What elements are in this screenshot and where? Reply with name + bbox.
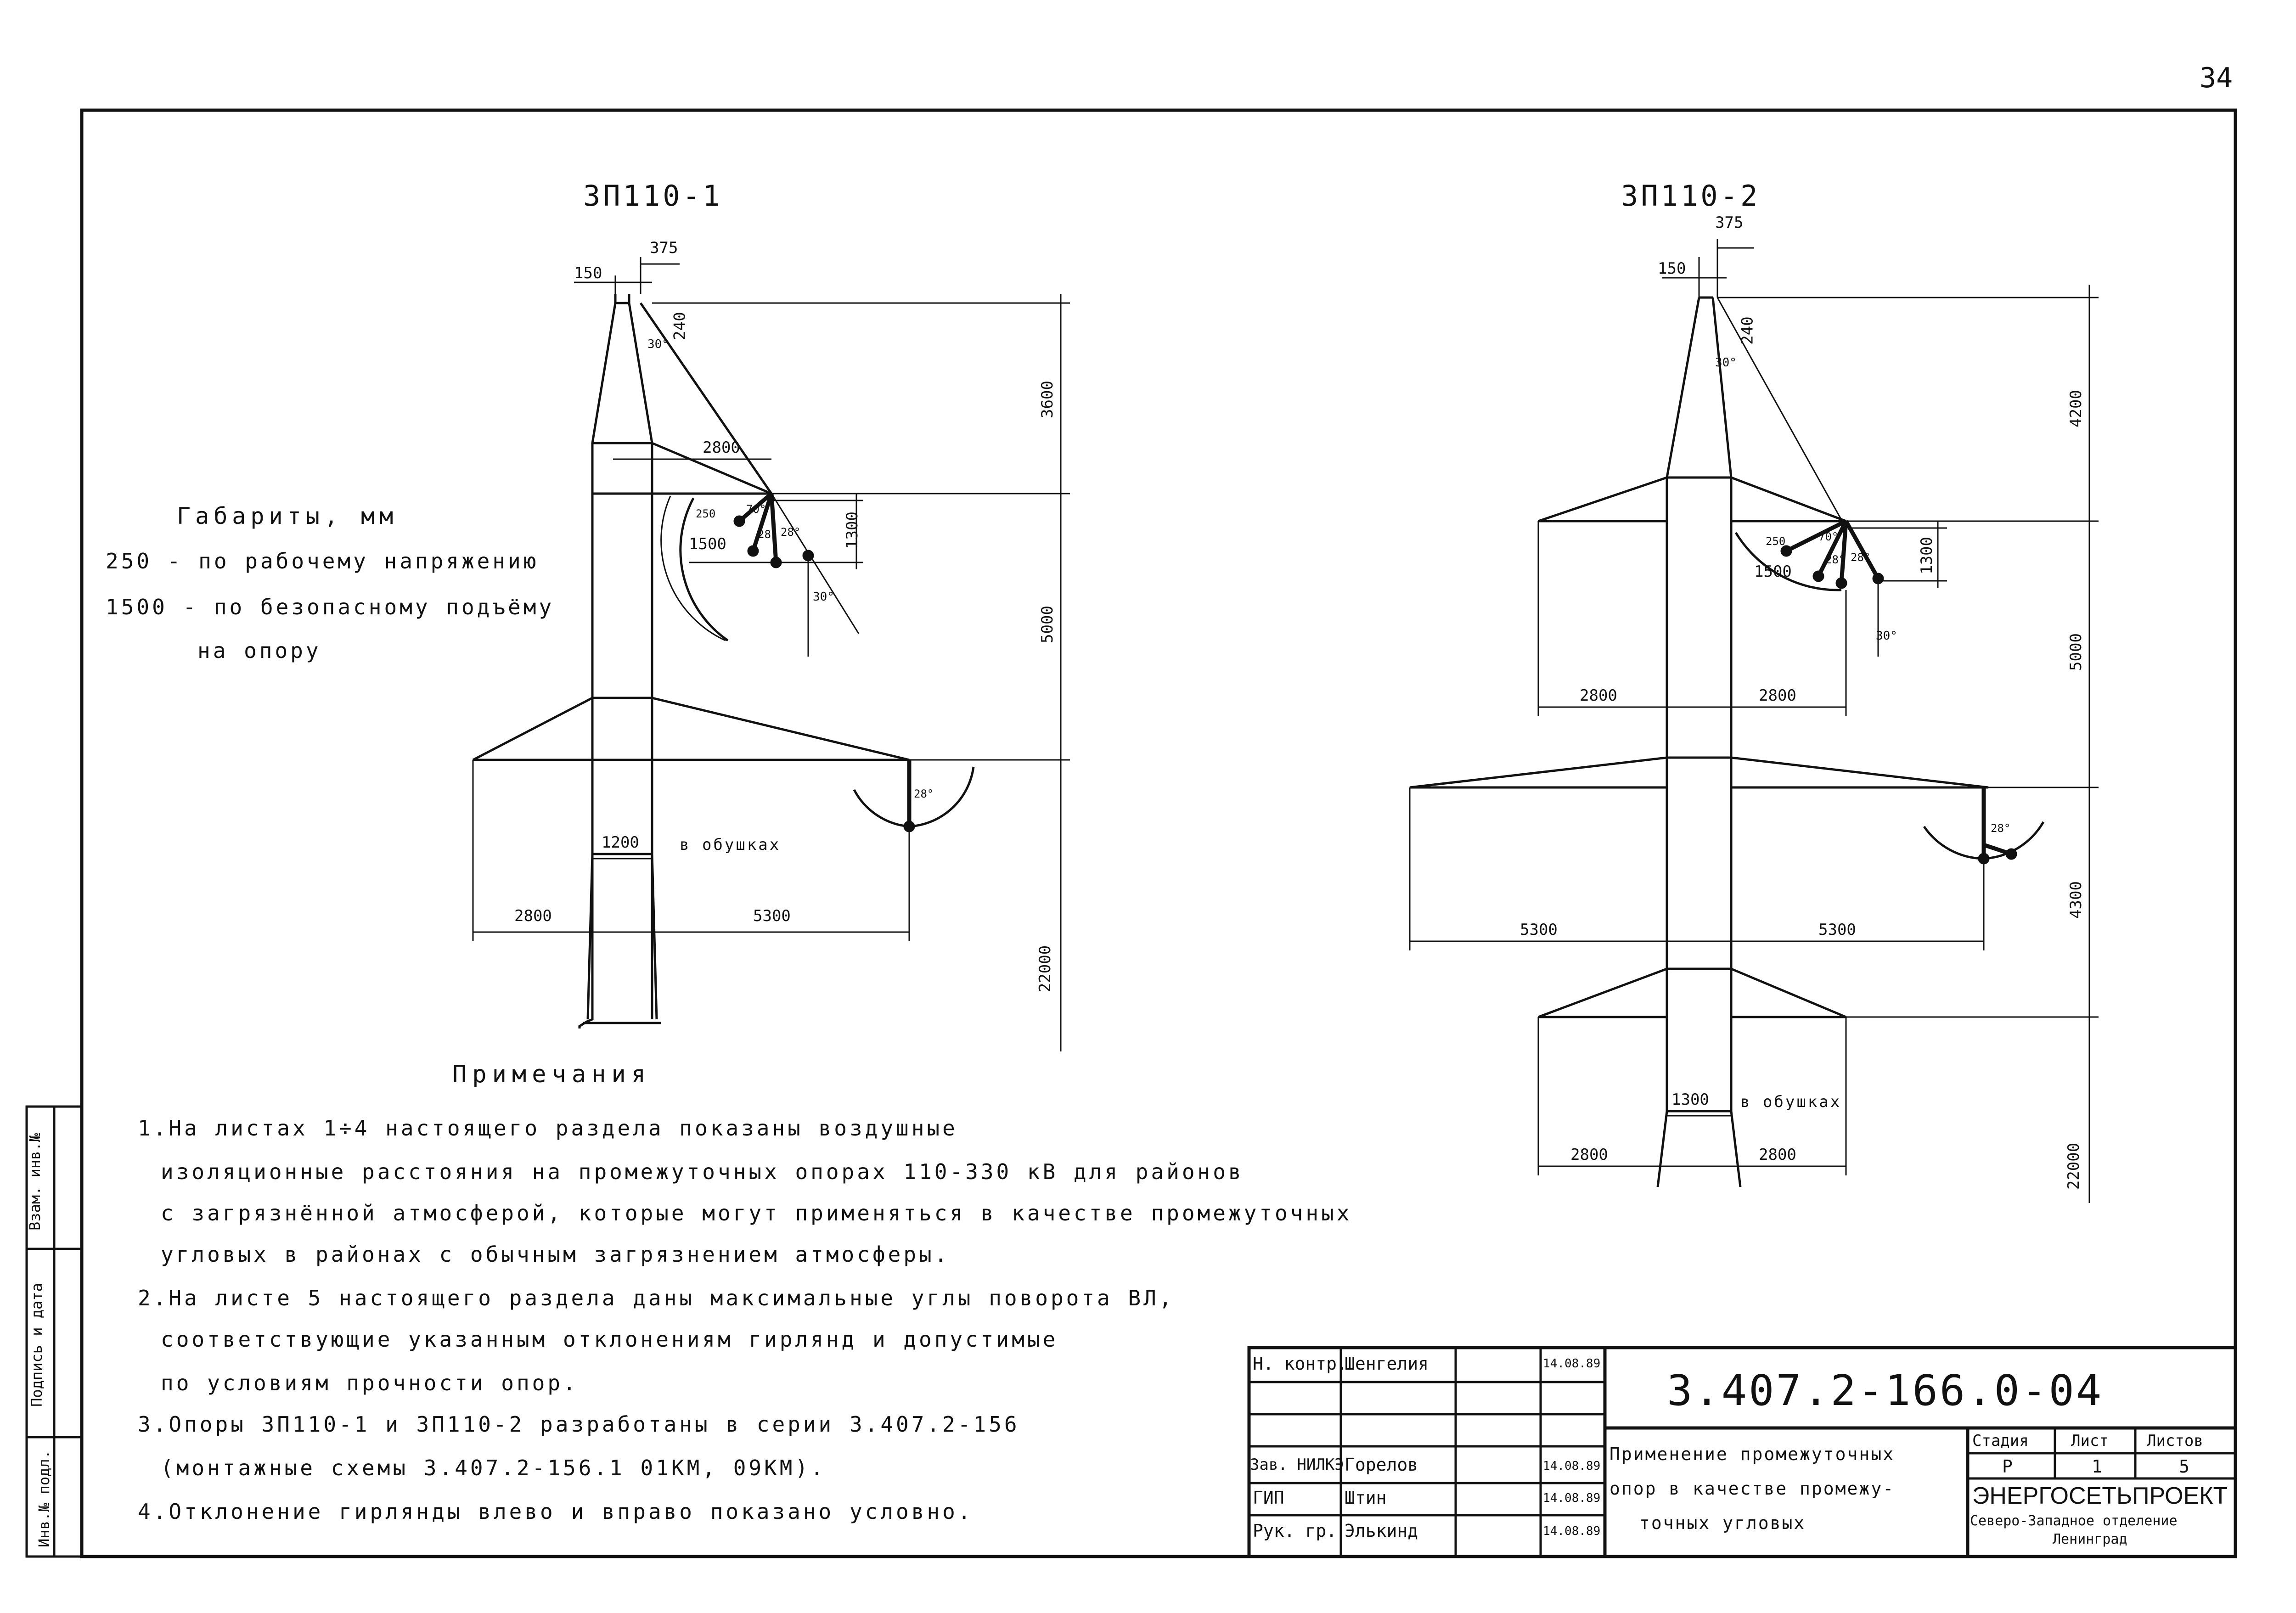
sheets-value: 5 [2179,1456,2189,1477]
stage-header: Стадия [1972,1432,2029,1450]
tb-row-5-date: 14.08.89 [1543,1491,1601,1505]
t2-dim-upper-right: 2800 [1759,686,1796,705]
t1-dim-3600: 3600 [1038,381,1057,418]
t1-angle-70: 70° [746,503,766,516]
sheets-header: Листов [2147,1432,2203,1450]
org-sub-1: Северо-Западное отделение [1970,1513,2178,1529]
t2-dim-1500: 1500 [1754,562,1792,581]
t2-dim-150: 150 [1658,259,1686,278]
side-stamp-vzam: Взам. инв.№ [26,1133,44,1231]
t2-angle-28a: 28° [1825,553,1846,566]
t2-dim-upper-left: 2800 [1580,686,1617,705]
tb-row-4-role: Зав. НИЛКЭ [1250,1456,1344,1474]
gabarity-line-1: 250 - по рабочему напряжению [106,549,539,573]
t2-dim-1300-base: 1300 [1671,1090,1709,1109]
side-stamp-frame [25,1105,83,1558]
t2-dim-low-left: 2800 [1570,1146,1608,1164]
t2-dim-5000: 5000 [2066,633,2085,671]
t2-angle-28b: 28° [1851,551,1871,564]
tower-2-title: ЗП110-2 [1621,179,1761,213]
t2-angle-top: 30° [1715,356,1737,370]
note-line-6: соответствующие указанным отклонениям ги… [161,1327,1058,1352]
t2-base-note: в обушках [1740,1093,1842,1111]
t1-dim-5000: 5000 [1038,606,1057,643]
tb-row-4-date: 14.08.89 [1543,1459,1601,1473]
t2-angle-70: 70° [1818,530,1839,543]
page-number: 34 [2200,62,2233,94]
t2-angle-30: 30° [1876,629,1897,643]
t1-angle-top: 30° [647,337,669,351]
t1-base-note: в обушках [680,836,781,854]
org-name: ЭНЕРГОСЕТЬПРОЕКТ [1972,1483,2228,1509]
sheet-header: Лист [2071,1432,2109,1450]
t1-dim-250: 250 [696,507,716,520]
t1-dim-2800: 2800 [703,438,740,457]
note-line-2: изоляционные расстояния на промежуточных… [161,1159,1244,1184]
t1-angle-28c: 28° [914,787,934,800]
notes-title: Примечания [452,1061,652,1088]
t2-dim-4200: 4200 [2066,390,2085,427]
t1-angle-28a: 28° [758,528,778,541]
tb-row-1-name: Шенгелия [1345,1354,1429,1374]
tb-row-6-role: Рук. гр. [1253,1521,1337,1541]
sheet-title-3: точных угловых [1639,1513,1806,1533]
sheet-title-2: опор в качестве промежу- [1609,1478,1895,1499]
tower-2-structure [1409,239,2099,1203]
note-line-10: 4.Отклонение гирлянды влево и вправо пок… [138,1499,974,1524]
note-line-3: с загрязнённой атмосферой, которые могут… [161,1201,1352,1225]
tb-row-4-name: Горелов [1345,1455,1418,1475]
tb-row-5-role: ГИП [1253,1488,1284,1508]
t1-dim-240: 240 [670,312,689,340]
t1-angle-30: 30° [813,590,834,604]
side-stamp-sign: Подпись и дата [28,1283,45,1407]
t1-angle-28b: 28° [781,526,801,539]
gabarity-title: Габариты, мм [177,503,398,529]
sheet-title-1: Применение промежуточных [1609,1444,1895,1464]
tb-row-6-name: Элькинд [1345,1521,1418,1541]
tb-row-1-role: Н. контр. [1253,1354,1347,1374]
side-stamp-inv: Инв.№ подл. [35,1450,53,1547]
sheet-value: 1 [2092,1456,2102,1477]
t1-dim-arm-right: 5300 [753,907,791,925]
t2-dim-375: 375 [1715,214,1744,232]
t1-dim-150: 150 [574,264,602,282]
t1-dim-arm-left: 2800 [514,907,552,925]
tower-1-structure [472,257,1070,1051]
t2-dim-4300: 4300 [2066,881,2085,919]
note-line-9: (монтажные схемы 3.407.2-156.1 01КМ, 09К… [161,1456,826,1480]
t2-dim-mid-left: 5300 [1520,921,1558,939]
t1-dim-1500: 1500 [689,535,726,553]
tb-row-6-date: 14.08.89 [1543,1524,1601,1538]
stage-value: Р [2002,1456,2013,1477]
t1-dim-375: 375 [650,239,678,257]
t1-dim-1200: 1200 [602,833,639,852]
title-block-grid [1247,1346,2237,1558]
note-line-4: угловых в районах с обычным загрязнением… [161,1242,950,1267]
gabarity-line-2: 1500 - по безопасному подъёму [106,595,555,619]
org-sub-2: Ленинград [2053,1531,2127,1547]
t2-dim-250: 250 [1766,535,1786,548]
t1-dim-1300: 1300 [843,511,861,549]
t2-dim-1300: 1300 [1917,537,1936,574]
sheet-frame [80,108,2237,1558]
t2-dim-low-right: 2800 [1759,1146,1796,1164]
note-line-1: 1.На листах 1÷4 настоящего раздела показ… [138,1116,958,1141]
tb-row-1-date: 14.08.89 [1543,1357,1601,1371]
tower-1-title: ЗП110-1 [583,179,723,213]
doc-code: 3.407.2-166.0-04 [1667,1366,2104,1415]
t2-angle-28c: 28° [1991,822,2011,835]
note-line-8: 3.Опоры ЗП110-1 и ЗП110-2 разработаны в … [138,1412,1020,1437]
t1-dim-22000: 22000 [1036,945,1055,993]
gabarity-line-3: на опору [197,638,321,663]
note-line-5: 2.На листе 5 настоящего раздела даны мак… [138,1286,1175,1310]
t2-dim-240: 240 [1738,316,1757,345]
t2-dim-22000: 22000 [2065,1142,2083,1190]
tb-row-5-name: Штин [1345,1488,1387,1508]
t2-dim-mid-right: 5300 [1818,921,1856,939]
note-line-7: по условиям прочности опор. [161,1371,579,1395]
